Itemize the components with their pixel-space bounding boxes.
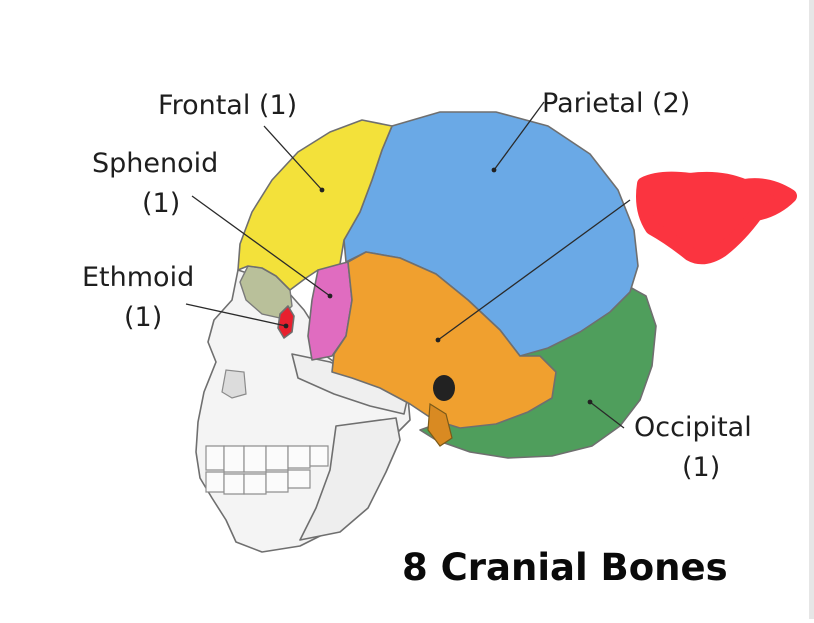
label-frontal: Frontal (1) bbox=[158, 90, 297, 121]
ethmoid-bone bbox=[277, 305, 295, 339]
label-ethmoid-line1: Ethmoid bbox=[82, 262, 194, 293]
label-ethmoid-line2: (1) bbox=[124, 302, 162, 333]
window-edge bbox=[809, 0, 814, 619]
label-occipital-line2: (1) bbox=[682, 452, 720, 483]
label-parietal: Parietal (2) bbox=[542, 88, 690, 119]
label-sphenoid-line1: Sphenoid bbox=[92, 148, 218, 179]
frontal-bone bbox=[237, 119, 393, 291]
label-sphenoid-line2: (1) bbox=[142, 188, 180, 219]
nasal-cavity bbox=[221, 369, 247, 399]
lower-teeth bbox=[205, 469, 311, 495]
ear-canal bbox=[433, 375, 455, 401]
label-occipital-line1: Occipital bbox=[634, 412, 752, 443]
diagram-title: 8 Cranial Bones bbox=[402, 546, 728, 589]
leader-lines bbox=[185, 101, 631, 429]
mandible bbox=[299, 417, 401, 541]
red-scribble-mark bbox=[636, 171, 797, 265]
temporal-bone bbox=[331, 251, 557, 429]
upper-teeth bbox=[205, 445, 329, 473]
mastoid-process bbox=[427, 402, 453, 447]
